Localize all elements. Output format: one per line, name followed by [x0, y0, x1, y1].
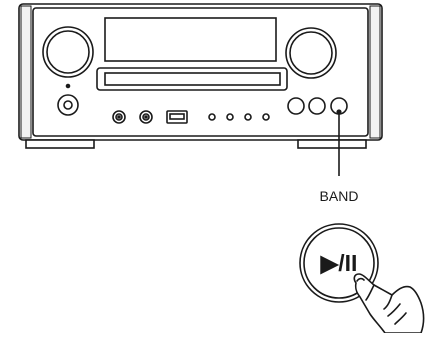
standby-led [65, 83, 71, 89]
display-window [104, 17, 277, 62]
right-side-panel [369, 5, 381, 139]
left-foot [25, 139, 95, 149]
volume-knob[interactable] [42, 26, 94, 78]
right-foot [297, 139, 367, 149]
play-pause-label: ▶/II [320, 250, 358, 276]
receiver-unit [18, 3, 383, 149]
large-button-1[interactable] [287, 97, 305, 115]
small-button-4[interactable] [262, 113, 270, 121]
pointing-hand-icon [353, 273, 425, 334]
aux-jack-right[interactable] [139, 110, 153, 124]
aux-jack-left[interactable] [112, 110, 126, 124]
left-side-panel [20, 5, 32, 139]
small-button-2[interactable] [226, 113, 234, 121]
disc-slot [104, 72, 281, 86]
small-button-1[interactable] [208, 113, 216, 121]
band-label: BAND [320, 188, 359, 204]
large-button-2[interactable] [308, 97, 326, 115]
small-button-3[interactable] [244, 113, 252, 121]
front-panel [32, 7, 369, 137]
band-callout: BAND [320, 109, 359, 204]
disc-tray[interactable] [96, 67, 288, 91]
play-pause-icon: ▶/II [320, 250, 358, 276]
tuning-knob[interactable] [285, 27, 337, 79]
headphone-jack[interactable] [57, 94, 79, 116]
usb-port-icon[interactable] [166, 110, 188, 124]
